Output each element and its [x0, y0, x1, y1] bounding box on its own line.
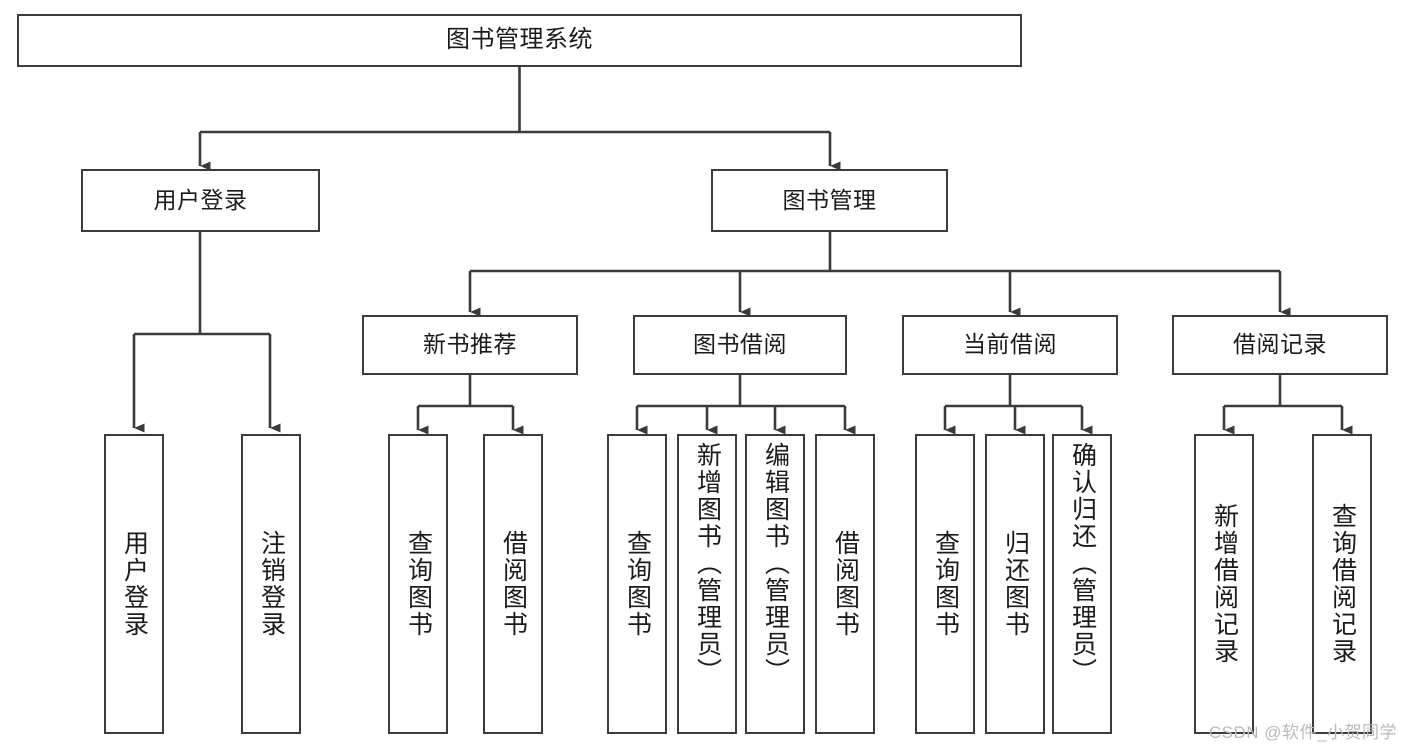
leaf-borrow-book-recommend-label: 借阅图书	[499, 530, 528, 638]
leaf-query-borrow-record[interactable]: 查询借阅记录	[1312, 434, 1372, 734]
leaf-query-borrow-record-label: 查询借阅记录	[1328, 503, 1357, 665]
node-book-borrow[interactable]: 图书借阅	[633, 315, 847, 375]
leaf-user-login[interactable]: 用户登录	[104, 434, 164, 734]
leaf-query-book-current-label: 查询图书	[931, 530, 960, 638]
leaf-add-book-admin-label: 新增图书（管理员）	[693, 442, 722, 685]
watermark-text: CSDN @软件_小贺同学	[1208, 723, 1397, 742]
node-current-borrow[interactable]: 当前借阅	[902, 315, 1118, 375]
node-book-management-label: 图书管理	[782, 186, 877, 213]
leaf-query-book-recommend-label: 查询图书	[404, 530, 433, 638]
leaf-return-book-label: 归还图书	[1001, 530, 1030, 638]
leaf-logout[interactable]: 注销登录	[241, 434, 301, 734]
leaf-query-book-borrow[interactable]: 查询图书	[607, 434, 667, 734]
leaf-borrow-book-label: 借阅图书	[831, 530, 860, 638]
leaf-borrow-book[interactable]: 借阅图书	[815, 434, 875, 734]
leaf-borrow-book-recommend[interactable]: 借阅图书	[483, 434, 543, 734]
leaf-add-borrow-record[interactable]: 新增借阅记录	[1194, 434, 1254, 734]
leaf-query-book-recommend[interactable]: 查询图书	[388, 434, 448, 734]
node-new-book-recommend[interactable]: 新书推荐	[362, 315, 578, 375]
leaf-confirm-return-admin[interactable]: 确认归还（管理员）	[1052, 434, 1112, 734]
leaf-add-borrow-record-label: 新增借阅记录	[1210, 503, 1239, 665]
node-user-login[interactable]: 用户登录	[81, 169, 320, 232]
node-book-management[interactable]: 图书管理	[711, 169, 948, 232]
node-user-login-label: 用户登录	[153, 186, 248, 213]
node-current-borrow-label: 当前借阅	[963, 331, 1057, 358]
node-borrow-record[interactable]: 借阅记录	[1172, 315, 1388, 375]
node-book-borrow-label: 图书借阅	[693, 331, 787, 358]
leaf-edit-book-admin-label: 编辑图书（管理员）	[761, 442, 790, 685]
leaf-user-login-label: 用户登录	[120, 530, 149, 638]
leaf-query-book-borrow-label: 查询图书	[623, 530, 652, 638]
leaf-return-book[interactable]: 归还图书	[985, 434, 1045, 734]
node-borrow-record-label: 借阅记录	[1233, 331, 1327, 358]
leaf-add-book-admin[interactable]: 新增图书（管理员）	[677, 434, 737, 734]
leaf-confirm-return-admin-label: 确认归还（管理员）	[1068, 442, 1097, 685]
node-root[interactable]: 图书管理系统	[17, 14, 1022, 67]
leaf-edit-book-admin[interactable]: 编辑图书（管理员）	[745, 434, 805, 734]
leaf-logout-label: 注销登录	[257, 530, 286, 638]
node-root-label: 图书管理系统	[446, 26, 593, 54]
node-new-book-recommend-label: 新书推荐	[423, 331, 517, 358]
leaf-query-book-current[interactable]: 查询图书	[915, 434, 975, 734]
